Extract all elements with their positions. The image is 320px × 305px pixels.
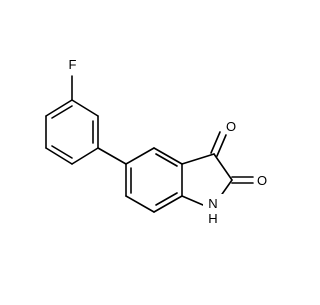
- atom-oxygen-c3: O: [226, 119, 236, 134]
- bond-c3a-c3: [181, 153, 215, 165]
- bond-b5-b6: [125, 195, 155, 213]
- bond-c3-c2: [213, 153, 233, 181]
- bond-c4-c5: [45, 147, 73, 165]
- bond-b1-b2: [125, 147, 155, 165]
- bond-c3-c4: [71, 147, 99, 165]
- bond-c6-c1: [45, 99, 73, 117]
- bond-phenyl-double-3: [51, 105, 73, 119]
- bond-phenyl-double-2: [51, 145, 73, 159]
- bond-b2-b3: [153, 147, 183, 165]
- bond-benzo-double-1: [155, 153, 178, 167]
- bond-n-c7a: [181, 195, 204, 206]
- bond-biaryl: [97, 147, 127, 165]
- atom-fluorine: F: [69, 57, 77, 72]
- bond-benzo-double-2: [155, 192, 178, 206]
- bond-c3-o-a: [210, 131, 221, 154]
- atom-oxygen-c2: O: [257, 173, 267, 188]
- bond-c3-o-b: [216, 134, 227, 157]
- bond-b4-b5: [153, 195, 183, 213]
- bond-lines: [45, 75, 254, 213]
- bond-c1-c2: [71, 99, 99, 117]
